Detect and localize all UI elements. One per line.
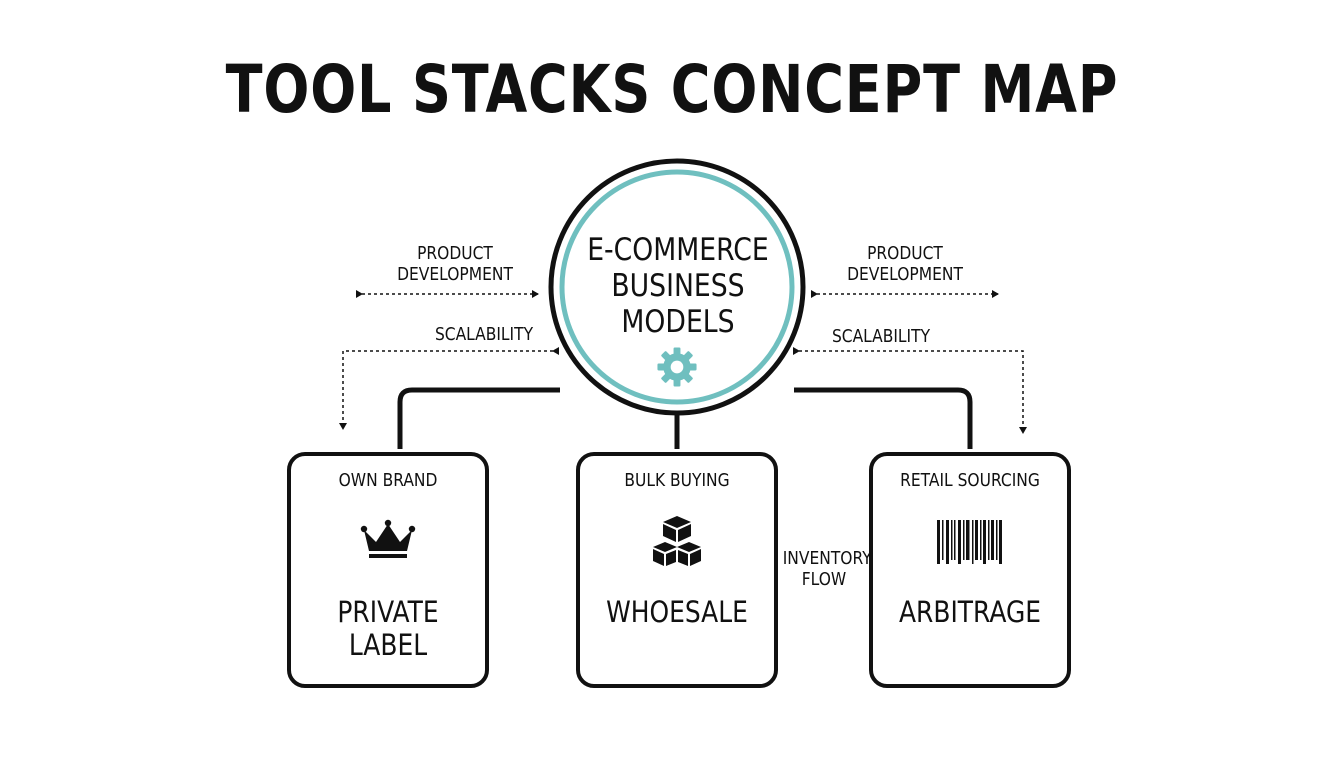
crown-icon bbox=[360, 519, 416, 558]
label-scalability-right: SCALABILITY bbox=[831, 326, 931, 347]
dotted-arrow-right-bottom bbox=[793, 347, 1027, 434]
card-wholesale: BULK BUYING WHOESALE bbox=[576, 452, 778, 688]
barcode-icon bbox=[937, 520, 1002, 564]
label-scalability-left: SCALABILITY bbox=[434, 324, 534, 345]
card-private-label: OWN BRAND PRIVATE LABEL bbox=[287, 452, 489, 688]
page-title: TOOL STACKS CONCEPT MAP bbox=[225, 51, 1119, 128]
dotted-arrow-left-bottom bbox=[339, 347, 559, 430]
card-arbitrage: RETAIL SOURCING ARBITRAGE bbox=[869, 452, 1071, 688]
card-top-label: RETAIL SOURCING bbox=[900, 470, 1040, 491]
hub-circle-outer bbox=[548, 158, 806, 416]
hub-label-line: BUSINESS bbox=[611, 268, 745, 304]
label-inventory-flow: INVENTORY FLOW bbox=[782, 548, 872, 590]
card-model-name: ARBITRAGE bbox=[898, 595, 1042, 629]
hub-label: E-COMMERCE BUSINESS MODELS bbox=[577, 232, 780, 340]
gear-icon bbox=[657, 347, 697, 387]
hub-circle-ring bbox=[559, 169, 795, 405]
card-model-name: PRIVATE LABEL bbox=[337, 595, 439, 662]
connector-trunk bbox=[397, 387, 560, 449]
card-top-label: BULK BUYING bbox=[624, 470, 730, 491]
card-model-name: WHOESALE bbox=[606, 595, 748, 629]
label-product-development-right: PRODUCT DEVELOPMENT bbox=[847, 243, 963, 285]
card-top-label: OWN BRAND bbox=[338, 470, 438, 491]
hub-label-line: E-COMMERCE bbox=[587, 232, 769, 268]
connector-trunk bbox=[794, 387, 973, 449]
label-product-development-left: PRODUCT DEVELOPMENT bbox=[397, 243, 513, 285]
stacked-boxes-icon bbox=[653, 516, 701, 566]
hub-label-line: MODELS bbox=[621, 304, 735, 340]
